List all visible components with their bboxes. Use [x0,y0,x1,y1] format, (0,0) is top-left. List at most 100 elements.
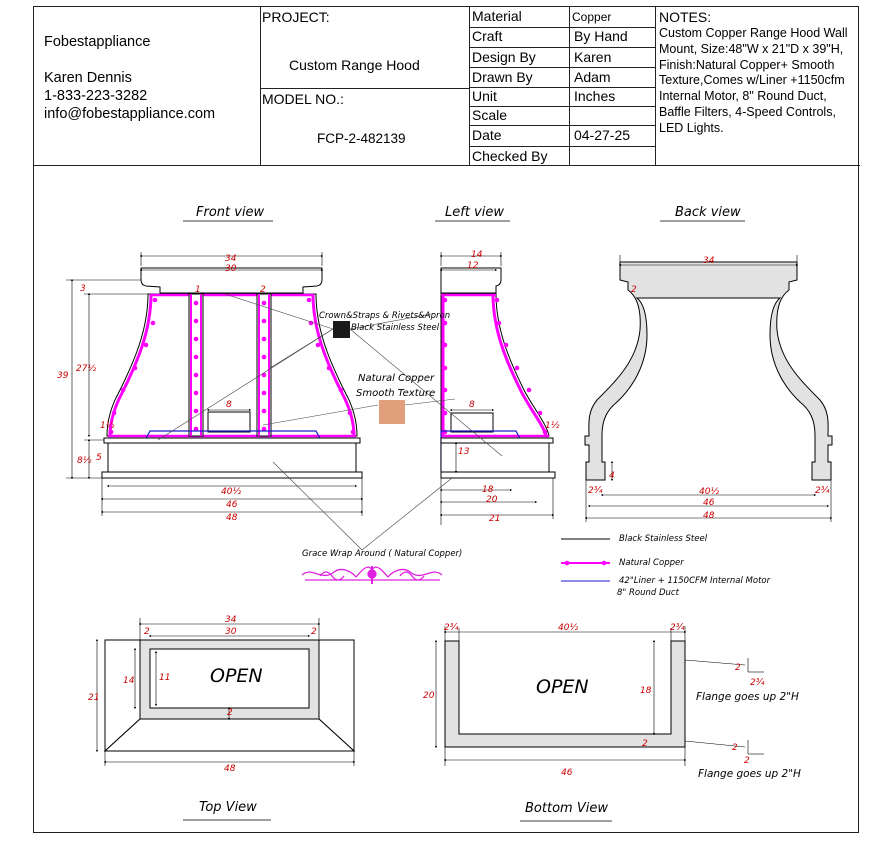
svg-text:20: 20 [486,495,498,505]
top-open-label: OPEN [210,665,263,687]
divider [469,7,470,165]
drawing-sheet: Fobestappliance Karen Dennis 1-833-223-3… [33,6,860,833]
svg-text:18: 18 [640,686,652,696]
view-title-left: Left view [435,205,510,222]
view-title-front: Front view [183,205,273,222]
company-info: Fobestappliance Karen Dennis 1-833-223-3… [44,33,215,123]
contact-phone: 1-833-223-3282 [44,88,148,104]
svg-text:48: 48 [224,764,236,774]
contact-name: Karen Dennis [44,70,132,86]
spec-label: Drawn By [472,69,533,85]
divider [569,7,570,165]
hood-body [106,293,358,437]
project-label: PROJECT: [262,9,330,25]
top-opening-frame [139,639,320,720]
svg-text:39: 39 [57,371,69,381]
svg-text:2¾: 2¾ [444,623,459,633]
legend-copper: Natural Copper [619,558,684,568]
svg-text:12: 12 [467,261,479,271]
spec-label: Unit [472,88,497,104]
spec-value: Adam [574,69,611,85]
front-dimension-labels: 34 30 3 39 27½ 8½ 5 1 2 8 40½ 46 48 1½ [57,254,266,523]
callout-crown-material: Black Stainless Steel [351,323,440,333]
bottom-dimensions [434,626,764,766]
svg-text:Left view: Left view [445,205,504,220]
svg-text:2¾: 2¾ [815,486,830,496]
svg-text:40½: 40½ [699,487,719,497]
svg-text:3: 3 [80,284,86,294]
svg-text:2: 2 [631,285,637,295]
left-view [440,267,556,479]
model-value: FCP-2-482139 [317,131,406,146]
flange-note-bottom: Flange goes up 2"H [698,768,801,780]
left-dimensions [439,252,555,525]
svg-text:2: 2 [144,627,150,637]
grace-wrap-ornament [301,566,443,584]
back-frame [584,261,833,481]
svg-text:40½: 40½ [558,623,578,633]
svg-text:2: 2 [311,627,317,637]
svg-text:1½: 1½ [545,421,560,431]
divider [260,7,261,165]
spec-value: By Hand [574,28,628,44]
svg-text:27½: 27½ [76,364,96,374]
spec-value: Karen [574,49,612,65]
svg-text:48: 48 [226,513,238,523]
top-view [103,639,356,753]
svg-text:2: 2 [227,708,233,718]
notes-title: NOTES: [659,9,712,25]
svg-text:2¾: 2¾ [588,486,603,496]
spec-label: Craft [472,28,503,44]
legend-liner: 42"Liner + 1150CFM Internal Motor [619,576,771,586]
spec-label: Design By [472,49,536,65]
svg-text:2: 2 [260,285,266,295]
svg-text:2¾: 2¾ [750,678,765,688]
svg-text:8: 8 [226,400,232,410]
svg-text:34: 34 [225,254,237,264]
svg-text:Top View: Top View [199,800,257,815]
svg-text:2: 2 [642,739,648,749]
hood-side [440,293,550,437]
svg-text:Bottom View: Bottom View [525,801,608,816]
bottom-open-label: OPEN [536,676,589,698]
divider [260,88,469,89]
left-dimension-labels: 14 12 8 13 18 20 21 1½ [458,250,560,524]
back-view [584,261,833,481]
front-dimensions [66,252,364,516]
back-dimensions [584,255,833,522]
copper-swatch [379,400,405,424]
svg-text:34: 34 [225,615,237,625]
callout-grace-wrap: Grace Wrap Around ( Natural Copper) [302,549,462,559]
callout-leaders [157,293,503,551]
svg-text:5: 5 [96,453,102,463]
divider [655,7,656,165]
svg-text:11: 11 [159,673,170,683]
svg-text:14: 14 [123,676,135,686]
callout-crown: Crown&Straps & Rivets&Apron [319,311,450,321]
svg-text:1: 1 [195,285,201,295]
top-dimension-labels: 34 30 2 2 14 11 21 2 48 [88,615,317,774]
spec-value: Copper [572,10,612,24]
svg-text:2¾: 2¾ [670,623,685,633]
legend: Black Stainless Steel Natural Copper 42"… [561,534,771,598]
svg-text:34: 34 [703,256,715,266]
bottom-dimension-labels: 2¾ 40½ 2¾ 20 18 2 46 2 2¾ 2 2 [423,623,765,778]
svg-text:46: 46 [561,768,573,778]
svg-text:46: 46 [703,498,715,508]
top-dimensions [95,618,356,766]
svg-text:2: 2 [735,663,741,673]
svg-text:13: 13 [458,447,470,457]
rivets [442,297,548,435]
notes-body: Custom Copper Range Hood Wall Mount, Siz… [659,26,848,135]
spec-label: Material [472,8,522,24]
model-label: MODEL NO.: [262,91,344,107]
svg-text:48: 48 [703,511,715,521]
view-title-bottom: Bottom View [520,801,612,822]
project-value: Custom Range Hood [289,57,420,73]
spec-value: 04-27-25 [574,127,631,143]
callout-copper: Natural Copper [358,373,435,384]
svg-text:20: 20 [423,691,435,701]
spec-value: Inches [574,88,616,104]
rivets [108,297,356,435]
